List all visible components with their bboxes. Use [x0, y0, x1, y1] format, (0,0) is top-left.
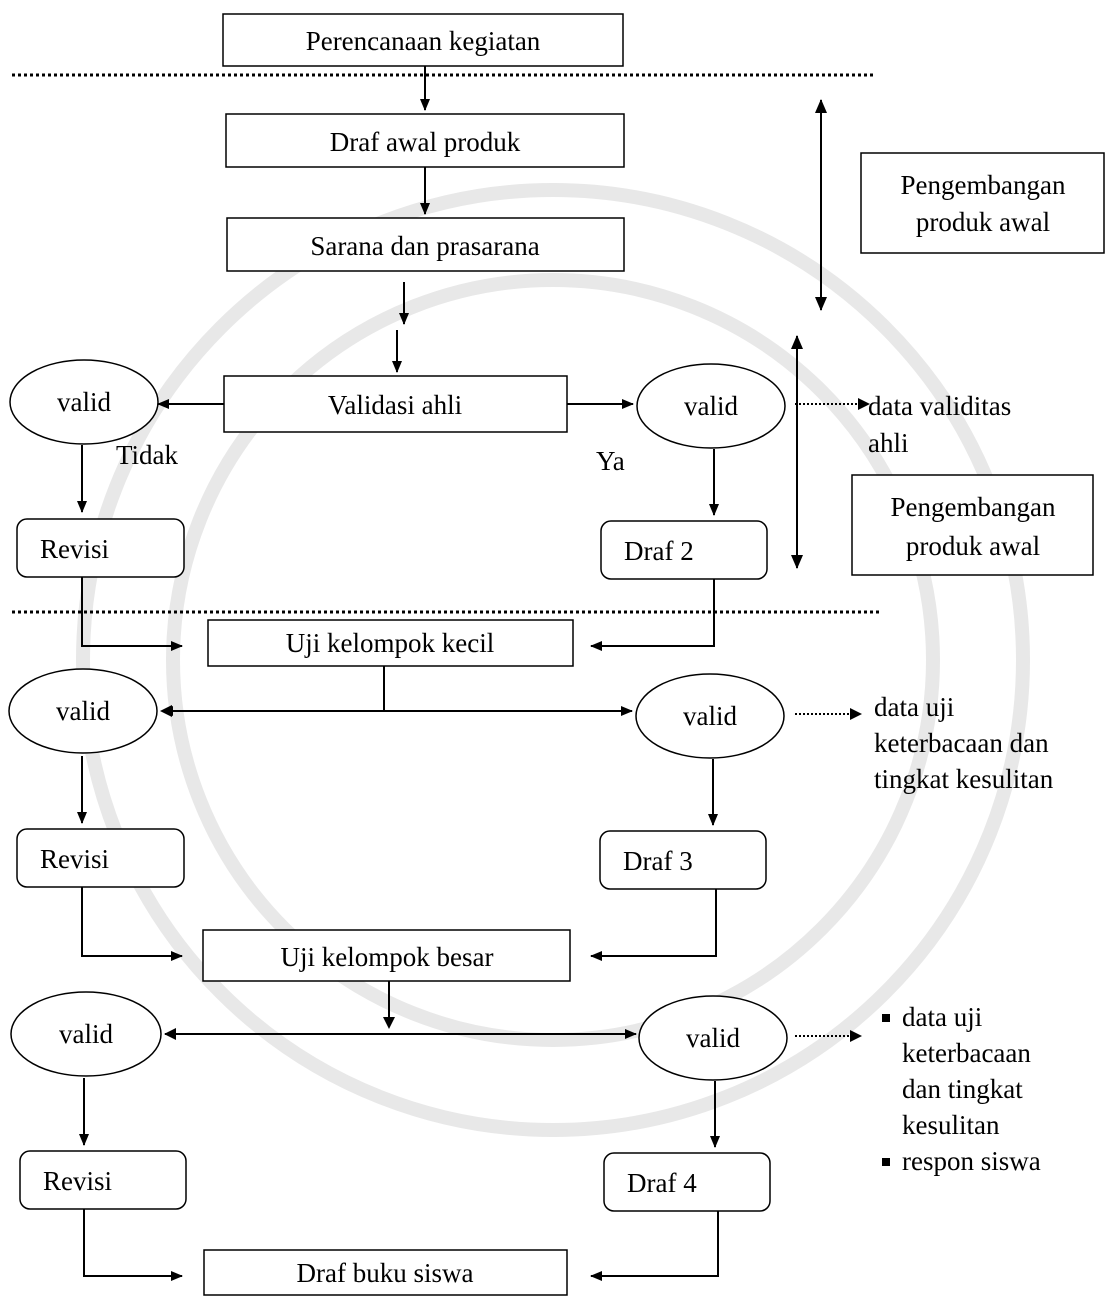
arrow-revisi1-to-uji-kecil — [81, 577, 183, 651]
note-validitas-1: data validitas — [868, 391, 1011, 421]
valid-label-r2: valid — [683, 701, 737, 731]
uji-besar-box — [202, 929, 571, 982]
phase2-line2: produk awal — [906, 531, 1040, 561]
valid-ellipse-l2 — [8, 668, 158, 754]
uji-besar-label: Uji kelompok besar — [281, 942, 494, 972]
draf-awal-box — [225, 113, 625, 168]
draf4-label: Draf 4 — [627, 1168, 697, 1198]
note-kecil-3: tingkat kesulitan — [874, 764, 1054, 794]
draf2-box — [600, 520, 768, 580]
draf-buku-box — [203, 1249, 568, 1296]
valid-ellipse-l3 — [10, 991, 162, 1077]
note-besar-1c: dan tingkat — [902, 1074, 1023, 1104]
valid-ellipse-r3 — [638, 995, 788, 1081]
perencanaan-box — [222, 13, 624, 67]
ya-label: Ya — [596, 446, 625, 476]
note-besar-1a: data uji — [902, 1002, 982, 1032]
note-besar-1d: kesulitan — [902, 1110, 1000, 1140]
valid-ellipse-l1 — [9, 359, 159, 445]
arrow-revisi3-to-draf-buku — [83, 1209, 183, 1281]
valid-ellipse-r1 — [636, 363, 786, 449]
draf-awal-label: Draf awal produk — [330, 127, 521, 157]
perencanaan-label: Perencanaan kegiatan — [306, 26, 541, 56]
valid-ellipse-r2 — [635, 673, 785, 759]
dotted-arrowhead-1 — [858, 398, 870, 410]
valid-label-r1: valid — [684, 391, 738, 421]
sarana-label: Sarana dan prasarana — [310, 231, 539, 261]
draf4-box — [603, 1152, 771, 1212]
note-kecil-1: data uji — [874, 692, 954, 722]
watermark — [76, 183, 1030, 1137]
revisi3-label: Revisi — [43, 1166, 112, 1196]
note-besar-1b: keterbacaan — [902, 1038, 1031, 1068]
arrow-draf3-to-uji-besar — [590, 889, 717, 961]
draf3-label: Draf 3 — [623, 846, 693, 876]
phase2-box — [851, 474, 1094, 576]
revisi1-box — [16, 518, 185, 578]
arrowhead-stem3 — [383, 1017, 395, 1029]
note-validitas-2: ahli — [868, 428, 909, 458]
validasi-box — [223, 375, 568, 433]
uji-kecil-label: Uji kelompok kecil — [286, 628, 494, 658]
validasi-label: Validasi ahli — [328, 390, 462, 420]
phase1-box — [860, 152, 1105, 254]
draf3-box — [599, 830, 767, 890]
arrow-draf2-to-uji-kecil — [590, 579, 715, 651]
valid-label-l2: valid — [56, 696, 110, 726]
revisi3-box — [19, 1150, 187, 1210]
revisi2-box — [16, 828, 185, 888]
draf2-label: Draf 2 — [624, 536, 694, 566]
revisi2-label: Revisi — [40, 844, 109, 874]
phase1-line2: produk awal — [916, 207, 1050, 237]
note-kecil-2: keterbacaan dan — [874, 728, 1049, 758]
arrowhead-l2 — [160, 705, 172, 717]
bullet-1 — [882, 1014, 890, 1022]
valid-label-r3: valid — [686, 1023, 740, 1053]
uji-kecil-box — [207, 619, 574, 667]
phase2-line1: Pengembangan — [891, 492, 1056, 522]
arrowhead-l3 — [164, 1028, 176, 1040]
dotted-arrowhead-3 — [850, 1030, 862, 1042]
arrow-draf4-to-draf-buku — [590, 1211, 719, 1281]
note-besar-2: respon siswa — [902, 1146, 1041, 1176]
dotted-arrowhead-2 — [850, 708, 862, 720]
valid-label-l3: valid — [59, 1019, 113, 1049]
phase1-line1: Pengembangan — [901, 170, 1066, 200]
tidak-label: Tidak — [116, 440, 179, 470]
sarana-box — [226, 217, 625, 272]
arrow-revisi2-to-uji-besar — [81, 887, 183, 961]
draf-buku-label: Draf buku siswa — [297, 1258, 474, 1288]
valid-label-l1: valid — [57, 387, 111, 417]
bullet-2 — [882, 1158, 890, 1166]
revisi1-label: Revisi — [40, 534, 109, 564]
